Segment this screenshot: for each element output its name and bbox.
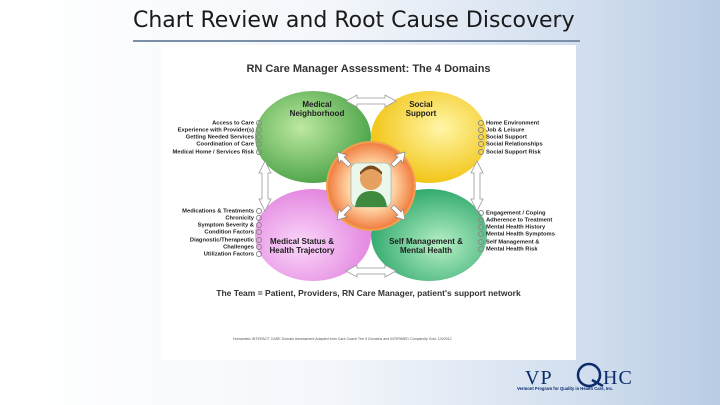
quadrant-self-management: Self Management & Mental Health xyxy=(389,237,463,255)
vpqhc-logo-mark: VP HC xyxy=(525,362,633,389)
list-item: Social Support Risk xyxy=(478,148,543,156)
list-item: Mental Health Risk xyxy=(478,245,555,253)
list-item: Adherence to Treatment xyxy=(478,217,555,224)
medical-neighborhood-items: Access to Care Experience with Provider(… xyxy=(172,120,262,156)
domains-diagram xyxy=(255,91,487,281)
list-item: Challenges xyxy=(182,243,262,251)
list-item: Medical Home / Services Risk xyxy=(172,148,262,156)
list-item: Getting Needed Services xyxy=(172,134,262,141)
social-support-items: Home Environment Job & Leisure Social Su… xyxy=(478,120,543,156)
list-item: Access to Care xyxy=(172,120,262,127)
list-item: Chronicity xyxy=(182,215,262,222)
patient-icon xyxy=(350,162,392,208)
title-divider xyxy=(133,40,580,42)
list-item: Mental Health Symptoms xyxy=(478,231,555,238)
list-item: Engagement / Coping xyxy=(478,210,555,217)
list-item: Social Support xyxy=(478,134,543,141)
list-item: Mental Health History xyxy=(478,224,555,231)
team-caption: The Team = Patient, Providers, RN Care M… xyxy=(216,288,521,298)
quadrant-social-support: Social Support xyxy=(405,100,437,118)
list-item: Social Relationships xyxy=(478,141,543,148)
list-item: Symptom Severity & xyxy=(182,222,262,229)
figure-citation: Humanistic INTERACT CARE Domain Assessme… xyxy=(233,337,452,341)
list-item: Coordination of Care xyxy=(172,141,262,148)
list-item: Diagnostic/Therapeutic xyxy=(182,236,262,244)
medical-status-items: Medications & Treatments Chronicity Symp… xyxy=(182,208,262,258)
svg-text:HC: HC xyxy=(603,367,633,388)
center-arrows xyxy=(336,151,406,221)
domain-arrows xyxy=(258,94,484,278)
list-item: Home Environment xyxy=(478,120,543,127)
slide-title: Chart Review and Root Cause Discovery xyxy=(133,8,575,33)
quadrant-medical-status: Medical Status & Health Trajectory xyxy=(269,237,335,255)
list-item: Self Management & xyxy=(478,238,555,246)
domains-figure: RN Care Manager Assessment: The 4 Domain… xyxy=(161,45,576,360)
svg-text:VP: VP xyxy=(525,367,553,388)
vpqhc-logo: VP HC Vermont Program for Quality in Hea… xyxy=(517,362,663,397)
list-item: Experience with Provider(s) xyxy=(172,127,262,134)
list-item: Job & Leisure xyxy=(478,127,543,134)
quadrant-medical-neighborhood: Medical Neighborhood xyxy=(289,100,345,118)
list-item: Utilization Factors xyxy=(182,250,262,258)
self-management-items: Engagement / Coping Adherence to Treatme… xyxy=(478,210,555,253)
logo-subtitle: Vermont Program for Quality in Health Ca… xyxy=(517,386,614,391)
list-item: Condition Factors xyxy=(182,229,262,236)
figure-title: RN Care Manager Assessment: The 4 Domain… xyxy=(246,63,491,75)
list-item: Medications & Treatments xyxy=(182,208,262,215)
